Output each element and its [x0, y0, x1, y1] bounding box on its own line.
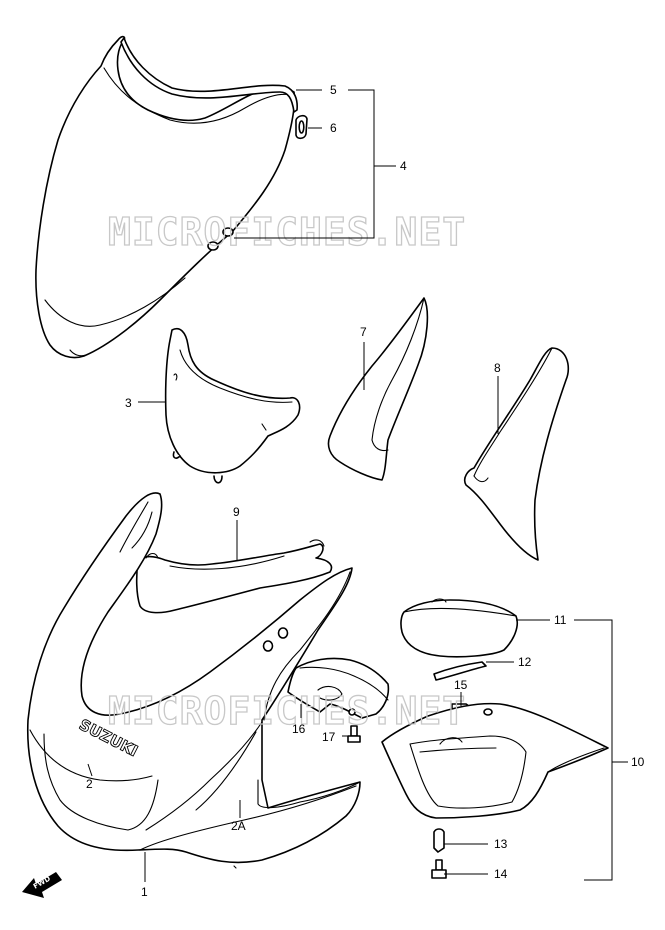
- callout-labels: 5 6 4 3 7 8 9 11 12 15 16 17 2 10 2A 13 …: [86, 83, 645, 899]
- storage-box: [381, 702, 609, 819]
- seal-strip: [433, 661, 487, 681]
- callout-17: 17: [322, 730, 336, 744]
- callout-14: 14: [494, 867, 508, 881]
- callout-12: 12: [518, 655, 532, 669]
- callout-8: 8: [494, 361, 501, 375]
- callout-2a: 2A: [231, 819, 246, 833]
- callout-13: 13: [494, 837, 508, 851]
- front-cowl: SUZUKI: [26, 492, 361, 869]
- callout-4: 4: [400, 159, 407, 173]
- well-nut: [295, 114, 308, 140]
- screw-14: [431, 859, 447, 879]
- inner-panel-left: [463, 347, 570, 561]
- cowling-bracket: [287, 657, 390, 719]
- leader-lines: [87, 89, 628, 882]
- clip-13: [433, 828, 445, 853]
- callout-1: 1: [141, 885, 148, 899]
- cowl-under-cover: [135, 539, 333, 614]
- forward-direction-arrow: FWD: [22, 872, 62, 898]
- inner-panel-right: [327, 297, 429, 481]
- inner-cowl-bracket: [164, 328, 301, 484]
- callout-11: 11: [554, 613, 567, 627]
- callout-3: 3: [125, 396, 132, 410]
- watermark-top: MICROFICHES.NET: [108, 210, 466, 254]
- watermark-bottom: MICROFICHES.NET: [108, 689, 466, 733]
- bolt-17: [347, 725, 361, 743]
- storage-lid: [400, 598, 519, 658]
- callout-16: 16: [292, 722, 306, 736]
- screen-trim: [120, 37, 298, 113]
- callout-9: 9: [233, 505, 240, 519]
- callout-5: 5: [330, 83, 337, 97]
- windscreen: [35, 35, 296, 359]
- callout-7: 7: [360, 325, 367, 339]
- callout-6: 6: [330, 121, 337, 135]
- callout-15: 15: [454, 678, 468, 692]
- callout-2: 2: [86, 777, 93, 791]
- callout-10: 10: [631, 755, 645, 769]
